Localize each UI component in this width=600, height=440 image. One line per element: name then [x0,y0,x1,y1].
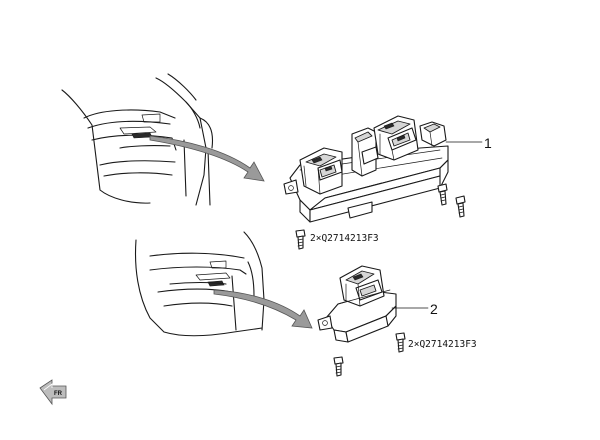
upper-fastener-label: 2×Q2714213F3 [310,233,379,244]
upper-screw-b [455,195,466,218]
upper-screw-c [295,229,306,250]
lower-screw-b [333,356,344,377]
lower-fastener-label: 2×Q2714213F3 [408,339,477,350]
upper-screw-a [437,183,448,206]
lower-screw-a [395,332,406,353]
callout-1: 1 [445,135,492,151]
front-door-panel [61,73,214,206]
passenger-window-switch [317,265,397,343]
callout-2: 2 [391,301,438,317]
upper-pointer-arrow [149,135,265,182]
callout-number-2: 2 [430,301,438,317]
master-window-switch [283,115,449,223]
front-direction-label: FR [54,391,63,397]
rear-door-panel [134,231,265,337]
callout-number-1: 1 [484,135,492,151]
front-direction-marker: FR [39,379,67,406]
lower-pointer-arrow [213,289,313,329]
